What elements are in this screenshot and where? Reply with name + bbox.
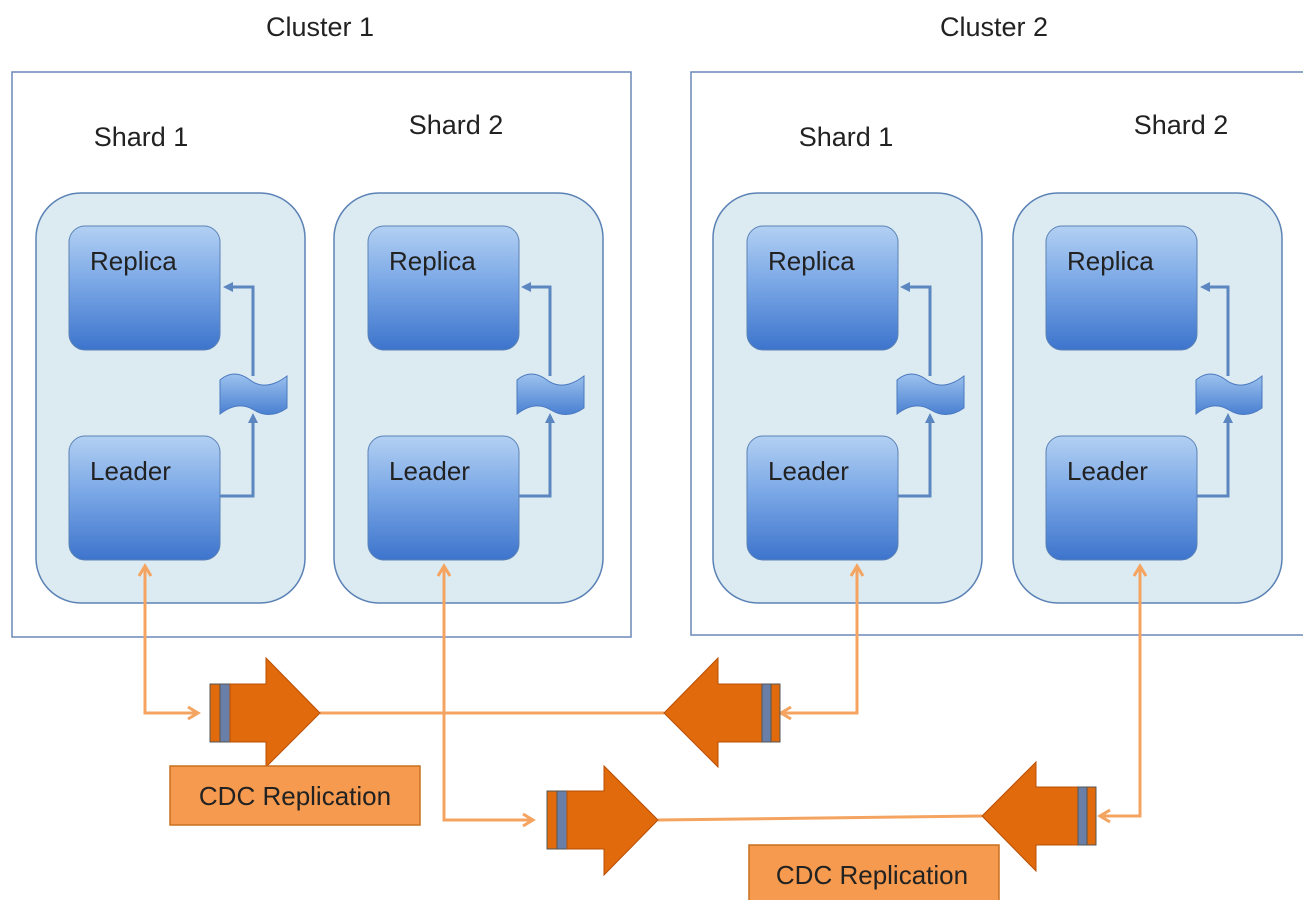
flow-arrow-log-to-replica — [521, 282, 552, 376]
replica-label: Replica — [1067, 246, 1154, 276]
cdc-link-c1s1 — [143, 566, 196, 715]
cluster-2-shard-2-title: Shard 2 — [1134, 110, 1229, 140]
leader-label: Leader — [1067, 456, 1148, 486]
replica-label: Replica — [90, 246, 177, 276]
cdc-label-1: CDC Replication — [199, 781, 391, 811]
cdc-link-c2s2-tip-up — [1132, 563, 1148, 577]
leader-node — [746, 435, 899, 561]
replica-node — [746, 225, 899, 351]
flow-arrow-leader-to-log — [519, 413, 555, 498]
cluster-2-shard-1-title: Shard 1 — [799, 122, 894, 152]
flow-arrow-log-to-replica — [1200, 282, 1230, 376]
flow-arrow-log-to-replica — [900, 282, 932, 376]
log-icon — [516, 373, 585, 416]
leader-label: Leader — [90, 456, 171, 486]
replica-node — [1045, 225, 1198, 351]
cdc-links — [137, 563, 1148, 828]
cdc-link-c2s2 — [1100, 566, 1142, 818]
cluster-2-shard-2: Replica Leader — [1012, 192, 1283, 604]
cluster-1-title: Cluster 1 — [266, 12, 374, 42]
leader-label: Leader — [389, 456, 470, 486]
cdc-label-box-2 — [748, 844, 1000, 900]
cdc-link-shard2-bridge — [657, 814, 983, 822]
cdc-link-c1s2-tip-right — [522, 812, 536, 828]
flow-arrow-log-to-replica — [223, 282, 255, 376]
leader-node — [367, 435, 520, 561]
cluster-1-shard-2: Replica Leader — [333, 192, 604, 604]
cluster-2-title: Cluster 2 — [940, 12, 1048, 42]
log-icon — [1195, 373, 1263, 416]
cdc-connector-shard2-in — [981, 760, 1097, 873]
flow-arrow-leader-to-log — [220, 413, 258, 498]
replica-node — [68, 225, 221, 351]
cdc-link-c1s1-tip-right — [187, 705, 201, 721]
flow-arrow-leader-to-log — [898, 413, 935, 498]
cdc-link-c2s2-tip-left — [1097, 808, 1111, 824]
cluster-1-shard-1: Replica Leader — [35, 192, 306, 604]
cdc-link-c2s1-tip-left — [778, 705, 792, 721]
cdc-connector-shard2-out — [546, 764, 659, 877]
cluster-2-shard-1: Replica Leader — [712, 192, 983, 604]
replica-label: Replica — [389, 246, 476, 276]
replica-node — [367, 225, 520, 351]
leader-label: Leader — [768, 456, 849, 486]
cdc-label-box-1 — [169, 765, 421, 826]
cdc-label-2: CDC Replication — [776, 860, 968, 890]
log-icon — [896, 373, 965, 416]
cdc-connector-shard1-in — [663, 656, 781, 769]
flow-arrow-leader-to-log — [1197, 413, 1233, 498]
cdc-link-c1s2-tip-up — [436, 563, 452, 577]
cluster-1-shard-2-title: Shard 2 — [409, 110, 504, 140]
cdc-link-c2s1-tip-up — [849, 563, 865, 577]
leader-node — [1045, 435, 1198, 561]
replica-label: Replica — [768, 246, 855, 276]
cdc-link-c2s1 — [781, 566, 859, 715]
leader-node — [68, 435, 221, 561]
cdc-connector-shard1-out — [209, 656, 321, 769]
cdc-link-c1s1-tip-up — [137, 563, 153, 577]
log-icon — [219, 373, 288, 416]
cluster-1-shard-1-title: Shard 1 — [94, 122, 189, 152]
cdc-link-c1s2 — [442, 566, 531, 822]
